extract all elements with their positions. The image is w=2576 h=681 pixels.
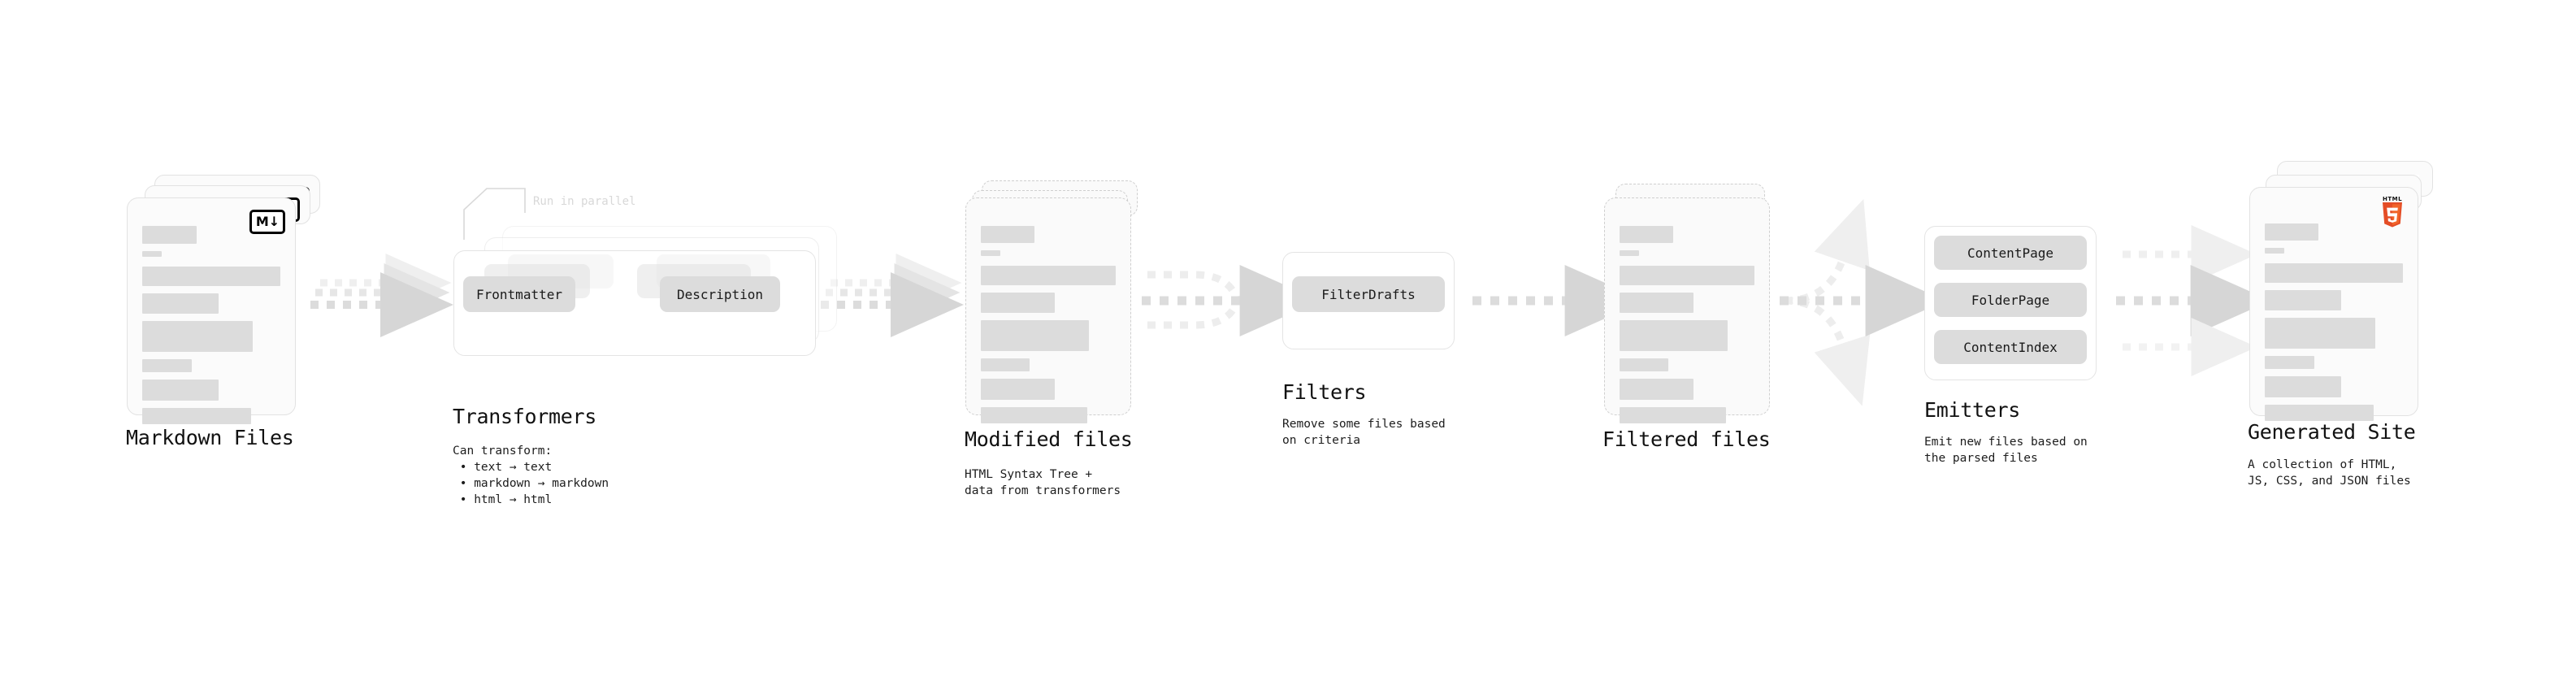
chip-description[interactable]: Description bbox=[660, 276, 780, 312]
chip-folderpage[interactable]: FolderPage bbox=[1934, 283, 2087, 317]
connector-emitters-to-site bbox=[2116, 225, 2271, 376]
html5-icon: HTML bbox=[2379, 196, 2406, 232]
stage-title-emitters: Emitters bbox=[1924, 398, 2021, 422]
connector-filtered-to-emitters bbox=[1780, 198, 1946, 406]
stage-title-generated-site: Generated Site bbox=[2248, 420, 2416, 444]
stage-subtitle-filters: Remove some files based on criteria bbox=[1282, 418, 1446, 447]
card-content-placeholder bbox=[1620, 226, 1754, 431]
chip-frontmatter[interactable]: Frontmatter bbox=[463, 276, 575, 312]
stage-subtitle-generated-site: A collection of HTML, JS, CSS, and JSON … bbox=[2248, 458, 2411, 488]
markdown-card-front: M↓ bbox=[127, 197, 296, 424]
card-content-placeholder bbox=[981, 226, 1116, 431]
card-content-placeholder bbox=[2265, 223, 2403, 428]
stage-title-filters: Filters bbox=[1282, 380, 1367, 404]
modified-card-front bbox=[965, 197, 1131, 423]
stage-title-filtered-files: Filtered files bbox=[1602, 427, 1771, 451]
stage-title-markdown-files: Markdown Files bbox=[126, 426, 294, 449]
chip-filterdrafts[interactable]: FilterDrafts bbox=[1292, 276, 1445, 312]
markdown-icon: M↓ bbox=[249, 210, 285, 234]
run-in-parallel-label: Run in parallel bbox=[533, 195, 636, 208]
connector-modified-to-filters bbox=[1142, 265, 1321, 336]
chip-contentindex[interactable]: ContentIndex bbox=[1934, 330, 2087, 364]
stage-subtitle-modified-files: HTML Syntax Tree + data from transformer… bbox=[965, 468, 1121, 497]
site-card-front: HTML bbox=[2249, 187, 2418, 421]
stage-title-transformers: Transformers bbox=[453, 405, 597, 428]
stage-title-modified-files: Modified files bbox=[965, 427, 1133, 451]
card-content-placeholder bbox=[142, 226, 280, 432]
connector-markdown-to-transformers bbox=[310, 254, 453, 337]
chip-contentpage[interactable]: ContentPage bbox=[1934, 236, 2087, 270]
stage-subtitle-transformers: Can transform: • text → text • markdown … bbox=[453, 445, 609, 506]
filtered-card-front bbox=[1604, 197, 1770, 423]
stage-subtitle-emitters: Emit new files based on the parsed files bbox=[1924, 436, 2088, 465]
